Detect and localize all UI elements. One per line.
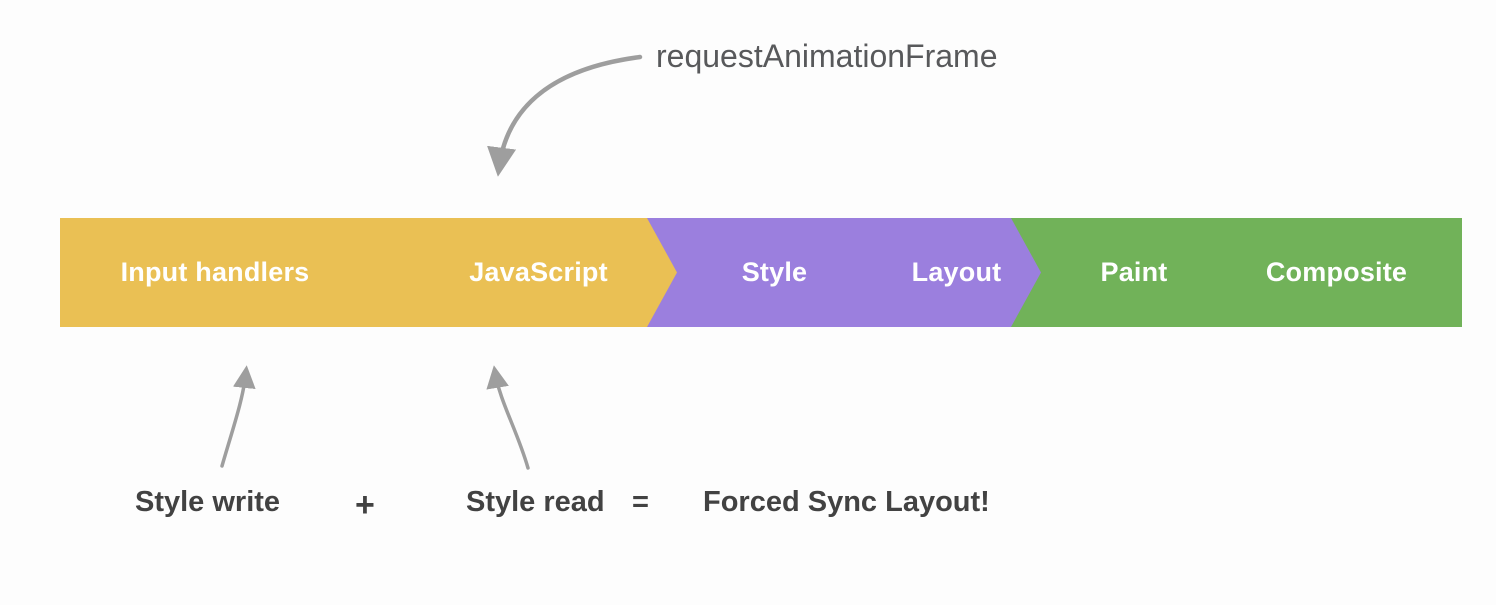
segment-label: Paint	[1100, 257, 1168, 287]
style-read-label: Style read	[466, 486, 605, 518]
segment-label: Layout	[911, 257, 1002, 287]
raf-curved-arrow	[487, 54, 643, 177]
style-write-arrow	[220, 365, 256, 468]
segment-label: JavaScript	[469, 257, 608, 287]
equals-sign: =	[632, 486, 649, 518]
style-read-arrow	[486, 365, 530, 470]
request-animation-frame-label: requestAnimationFrame	[656, 38, 998, 74]
pipeline-bar: Input handlers JavaScript Style Layout P…	[0, 218, 1496, 327]
segment-label: Input handlers	[120, 257, 310, 287]
plus-sign: +	[355, 486, 375, 524]
segment-label: Style	[741, 257, 808, 287]
style-write-label: Style write	[135, 486, 281, 518]
forced-sync-layout-equation: Style write + Style read = Forced Sync L…	[0, 486, 1496, 526]
pipeline-segment-composite: Composite	[1181, 218, 1462, 327]
segment-label: Composite	[1265, 257, 1408, 287]
pipeline-segment-input-handlers: Input handlers	[60, 218, 400, 327]
forced-sync-layout-label: Forced Sync Layout!	[703, 486, 990, 518]
